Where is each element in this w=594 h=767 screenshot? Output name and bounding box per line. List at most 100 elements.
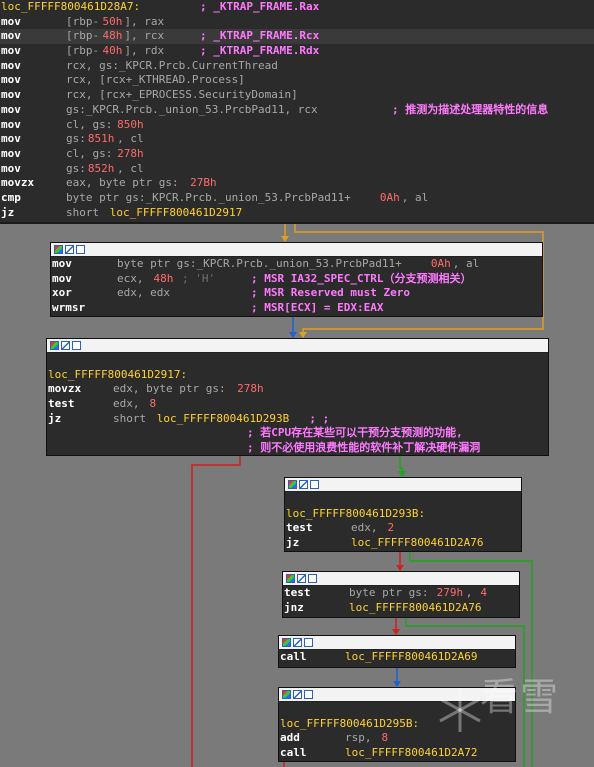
mnemonic: mov (52, 271, 72, 285)
code-line[interactable]: call loc_FFFFF800461D2A72 (279, 746, 515, 761)
graph-icon[interactable] (61, 341, 70, 350)
block-titlebar[interactable] (279, 636, 515, 650)
block-titlebar[interactable] (283, 572, 519, 586)
code-line[interactable]: loc_FFFFF800461D295B: (279, 717, 515, 732)
group-icon[interactable] (308, 574, 317, 583)
arrow-b1-b3 (299, 332, 307, 338)
mnemonic: mov (1, 14, 21, 28)
label[interactable]: loc_FFFFF800461D28A7: (1, 0, 141, 13)
code-line[interactable]: loc_FFFFF800461D28A7:; _KTRAP_FRAME.Rax (0, 0, 594, 15)
code-line[interactable]: mov[rbp-48h], rcx; _KTRAP_FRAME.Rcx (0, 29, 594, 45)
color-icon[interactable] (286, 574, 295, 583)
color-icon[interactable] (50, 341, 59, 350)
code-line[interactable]: jnz loc_FFFFF800461D2A76 (283, 601, 519, 616)
operand: edx, edx (117, 286, 170, 300)
label[interactable]: loc_FFFFF800461D293B (156, 411, 290, 425)
graph-icon[interactable] (65, 245, 74, 254)
operand: ], rcx (124, 29, 165, 43)
label[interactable]: loc_FFFFF800461D2917: (48, 367, 188, 381)
group-icon[interactable] (76, 245, 85, 254)
comment: ; ; (302, 411, 330, 425)
graph-icon[interactable] (299, 480, 308, 489)
mnemonic: mov (52, 257, 72, 270)
block-titlebar[interactable] (51, 243, 542, 257)
color-icon[interactable] (282, 690, 291, 699)
operand: , al (452, 257, 480, 270)
code-line[interactable]: ; 则不必使用浪费性能的软件补丁解决硬件漏洞 (47, 441, 548, 455)
code-line[interactable]: mov[rbp-50h], rax (0, 15, 594, 30)
operand: byte ptr gs: (349, 586, 429, 599)
block-titlebar[interactable] (47, 339, 548, 353)
code-line[interactable]: ; 若CPU存在某些可以干预分支预测的功能, (47, 426, 548, 441)
mnemonic: jz (1, 205, 15, 219)
comment: ; _KTRAP_FRAME.Rdx (200, 44, 320, 58)
label[interactable]: loc_FFFFF800461D293B: (286, 506, 426, 520)
edge-b4-a76 (409, 552, 533, 767)
number: 48h (102, 29, 123, 43)
code-line[interactable]: loc_FFFFF800461D2917: (47, 368, 548, 383)
mnemonic: jnz (284, 600, 304, 614)
label[interactable]: loc_FFFFF800461D295B: (280, 716, 420, 730)
code-line[interactable] (285, 492, 521, 507)
color-icon[interactable] (54, 245, 63, 254)
operand: cl, gs: (66, 117, 113, 131)
mnemonic: mov (1, 132, 21, 146)
graph-icon[interactable] (293, 638, 302, 647)
mnemonic: call (280, 746, 307, 760)
label[interactable]: loc_FFFFF800461D2A76 (351, 536, 484, 550)
color-icon[interactable] (282, 638, 291, 647)
block-titlebar[interactable] (285, 478, 521, 492)
mnemonic: xor (52, 286, 72, 300)
code-line[interactable] (47, 353, 548, 368)
number: 279h (436, 586, 464, 599)
group-icon[interactable] (72, 341, 81, 350)
code-line[interactable]: mov[rbp-40h], rdx; _KTRAP_FRAME.Rdx (0, 44, 594, 59)
label[interactable]: loc_FFFFF800461D2A72 (345, 746, 478, 760)
code-line[interactable]: loc_FFFFF800461D293B: (285, 507, 521, 522)
group-icon[interactable] (304, 690, 313, 699)
label[interactable]: loc_FFFFF800461D2917 (109, 205, 243, 219)
block-titlebar[interactable] (279, 688, 515, 702)
group-icon[interactable] (304, 638, 313, 647)
color-icon[interactable] (288, 480, 297, 489)
graph-icon[interactable] (297, 574, 306, 583)
operand: edx, byte ptr gs: (113, 382, 226, 396)
label[interactable]: loc_FFFFF800461D2A69 (345, 650, 478, 663)
code-line[interactable]: wrmsr; MSR[ECX] = EDX:EAX (51, 301, 542, 316)
comment: ; 推测为描述处理器特性的信息 (392, 102, 549, 116)
operand: , cl (117, 161, 144, 175)
graph-icon[interactable] (293, 690, 302, 699)
group-icon[interactable] (310, 480, 319, 489)
label[interactable]: loc_FFFFF800461D2A76 (349, 600, 482, 614)
comment: ; MSR[ECX] = EDX:EAX (251, 301, 384, 315)
